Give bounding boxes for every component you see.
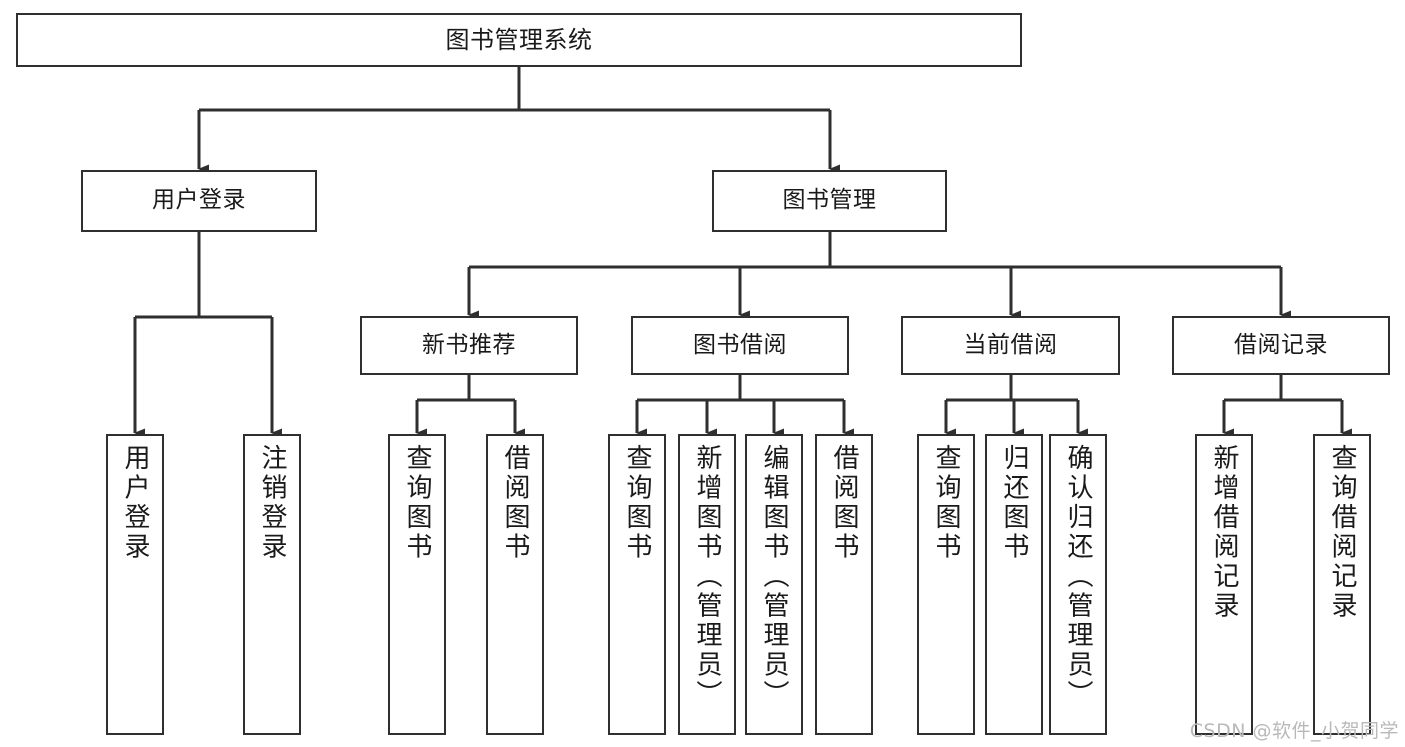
node-leaf-user-login[interactable]: 用户登录 bbox=[106, 434, 164, 735]
node-leaf-borrow-book-1[interactable]: 借阅图书 bbox=[486, 434, 544, 735]
node-label: 查询借阅记录 bbox=[1327, 444, 1357, 621]
node-leaf-query-book-2[interactable]: 查询图书 bbox=[608, 434, 666, 735]
node-leaf-confirm-ret[interactable]: 确认归还（管理员） bbox=[1049, 434, 1107, 735]
node-current-borrow[interactable]: 当前借阅 bbox=[901, 316, 1120, 375]
node-borrow-record[interactable]: 借阅记录 bbox=[1172, 316, 1390, 375]
node-user-login[interactable]: 用户登录 bbox=[81, 170, 317, 232]
node-leaf-query-book-3[interactable]: 查询图书 bbox=[917, 434, 975, 735]
node-label: 用户登录 bbox=[120, 444, 150, 562]
node-book-borrow[interactable]: 图书借阅 bbox=[631, 316, 849, 375]
node-label: 确认归还（管理员） bbox=[1063, 444, 1093, 710]
node-label: 图书借阅 bbox=[693, 331, 787, 358]
node-new-book-rec[interactable]: 新书推荐 bbox=[360, 316, 578, 375]
node-label: 借阅图书 bbox=[829, 444, 859, 562]
node-leaf-query-record[interactable]: 查询借阅记录 bbox=[1313, 434, 1371, 735]
node-label: 查询图书 bbox=[402, 444, 432, 562]
node-label: 查询图书 bbox=[931, 444, 961, 562]
node-label: 注销登录 bbox=[257, 444, 287, 562]
node-leaf-return-book[interactable]: 归还图书 bbox=[985, 434, 1043, 735]
node-label: 归还图书 bbox=[999, 444, 1029, 562]
node-leaf-borrow-book-2[interactable]: 借阅图书 bbox=[815, 434, 873, 735]
node-label: 借阅图书 bbox=[500, 444, 530, 562]
node-root[interactable]: 图书管理系统 bbox=[16, 13, 1022, 67]
node-label: 查询图书 bbox=[622, 444, 652, 562]
node-leaf-add-book[interactable]: 新增图书（管理员） bbox=[678, 434, 736, 735]
node-label: 新增图书（管理员） bbox=[692, 444, 722, 710]
node-label: 当前借阅 bbox=[963, 331, 1058, 358]
node-label: 编辑图书（管理员） bbox=[759, 444, 789, 710]
node-leaf-edit-book[interactable]: 编辑图书（管理员） bbox=[745, 434, 803, 735]
node-label: 借阅记录 bbox=[1234, 331, 1328, 358]
node-book-manage[interactable]: 图书管理 bbox=[712, 170, 947, 232]
node-label: 图书管理 bbox=[782, 187, 877, 214]
node-leaf-add-record[interactable]: 新增借阅记录 bbox=[1195, 434, 1253, 735]
node-label: 新增借阅记录 bbox=[1209, 444, 1239, 621]
node-leaf-query-book-1[interactable]: 查询图书 bbox=[388, 434, 446, 735]
node-leaf-user-logout[interactable]: 注销登录 bbox=[243, 434, 301, 735]
node-label: 新书推荐 bbox=[422, 331, 516, 358]
node-label: 图书管理系统 bbox=[445, 25, 593, 54]
node-label: 用户登录 bbox=[152, 187, 246, 214]
